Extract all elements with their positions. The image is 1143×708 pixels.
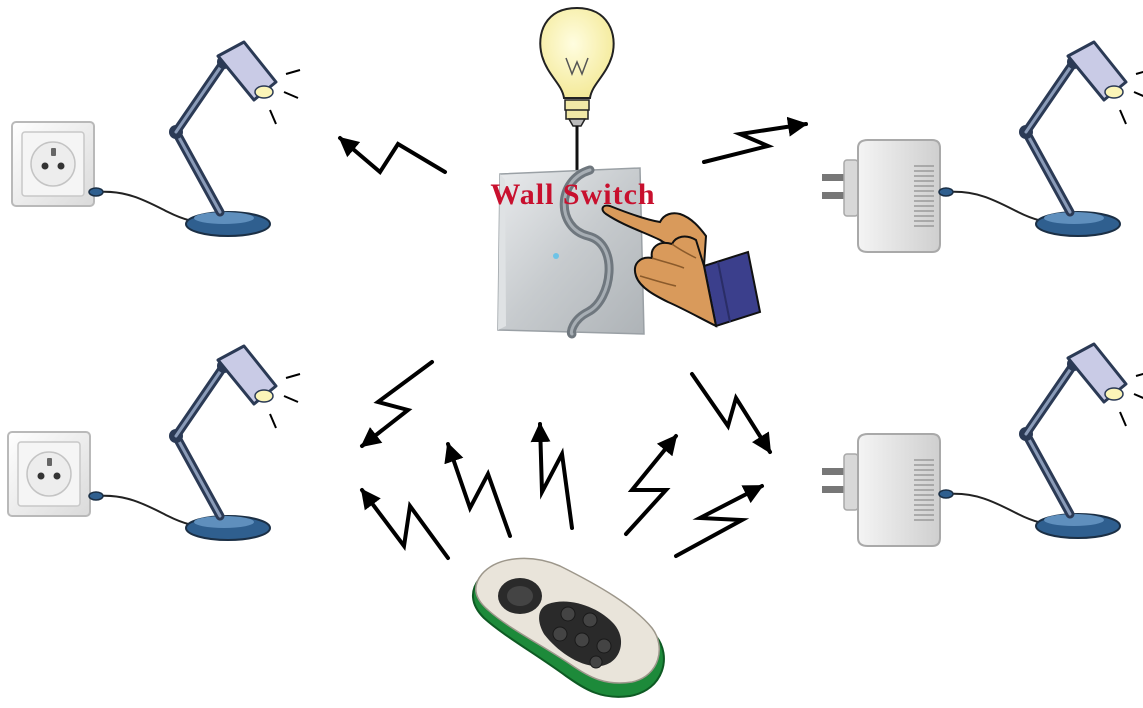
desk-lamp-icon bbox=[939, 344, 1143, 538]
plug-in-receiver-icon bbox=[822, 140, 940, 252]
desk-lamp-icon bbox=[89, 42, 300, 236]
lightning-signal-icon bbox=[676, 486, 762, 556]
plug-in-receiver-icon bbox=[822, 434, 940, 546]
wall-socket-icon bbox=[12, 122, 94, 206]
wall-switch-label: Wall Switch bbox=[490, 178, 655, 211]
lightning-signal-icon bbox=[448, 444, 510, 536]
light-bulb-icon bbox=[540, 8, 613, 170]
wall-switch[interactable]: Wall Switch bbox=[490, 168, 655, 334]
wall-socket-icon bbox=[8, 432, 90, 516]
desk-lamp-icon bbox=[89, 346, 300, 540]
remote-control-icon[interactable] bbox=[473, 558, 664, 696]
lightning-signal-icon bbox=[704, 124, 806, 162]
lightning-signal-icon bbox=[362, 490, 448, 558]
lightning-signal-icon bbox=[362, 362, 432, 446]
lightning-signal-icon bbox=[692, 374, 770, 452]
lightning-signal-icon bbox=[540, 424, 572, 528]
lightning-signal-icon bbox=[626, 436, 676, 534]
lightning-signal-icon bbox=[340, 138, 445, 172]
desk-lamp-icon bbox=[939, 42, 1143, 236]
